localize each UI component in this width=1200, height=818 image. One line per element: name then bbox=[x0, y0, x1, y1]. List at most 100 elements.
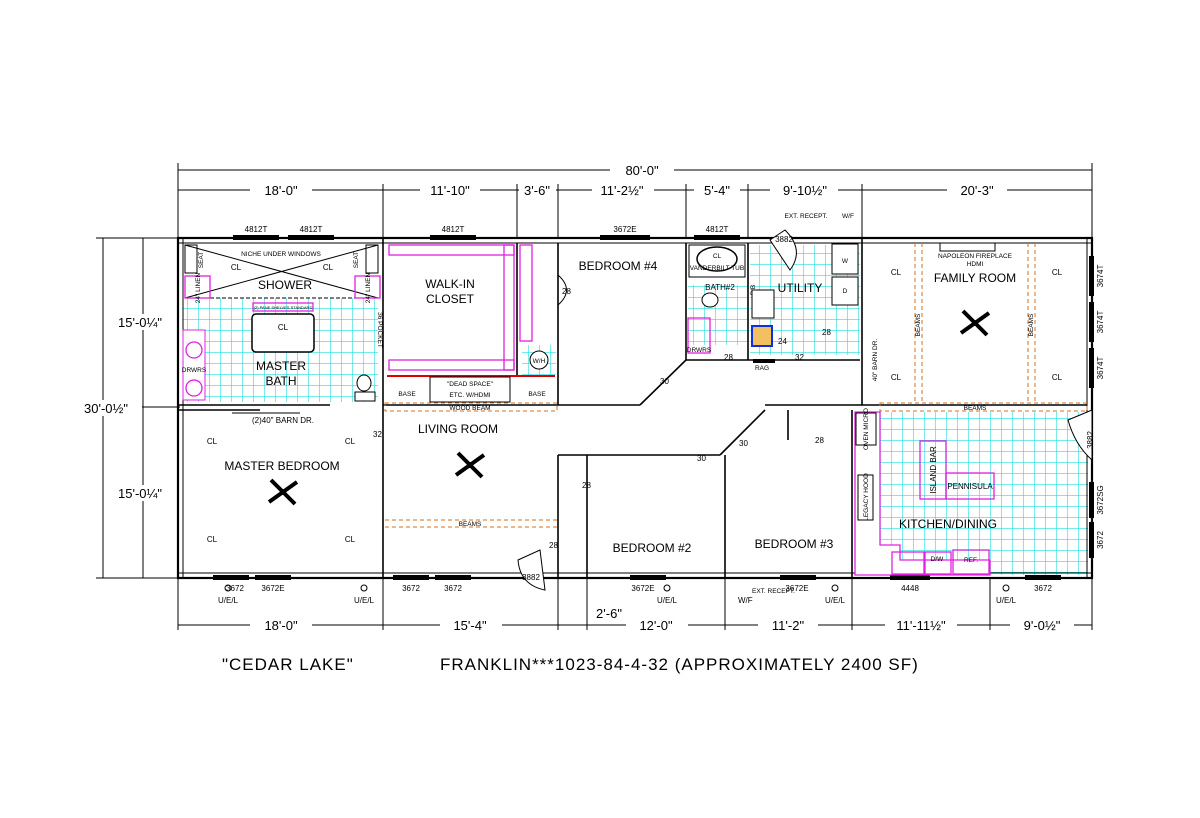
svg-text:NAPOLEON FIREPLACE: NAPOLEON FIREPLACE bbox=[938, 253, 1013, 260]
door-labels: 28 3882 30 24 28 28 32 32 30 30 28 28 28… bbox=[373, 229, 1095, 591]
svg-text:CLOSET: CLOSET bbox=[426, 292, 475, 306]
svg-text:30: 30 bbox=[660, 377, 669, 386]
svg-text:D: D bbox=[843, 288, 848, 295]
svg-text:UTILITY: UTILITY bbox=[778, 281, 823, 295]
dimension-overall-width: 80'-0" bbox=[177, 160, 1093, 240]
svg-text:CL: CL bbox=[891, 373, 902, 382]
svg-text:SHOWER: SHOWER bbox=[258, 278, 312, 292]
kitchen: OVEN MICRO LEGACY HOOD ISLAND BAR PENNIS… bbox=[854, 408, 997, 576]
svg-text:28: 28 bbox=[822, 328, 831, 337]
svg-text:4812T: 4812T bbox=[300, 225, 323, 234]
room-label-master-bedroom: MASTER BEDROOM bbox=[224, 459, 339, 473]
uel-outlets: U/E/L U/E/L U/E/L U/E/L U/E/L W/F EXT. R… bbox=[218, 584, 1017, 605]
ceiling-fan-icon bbox=[267, 478, 299, 506]
svg-text:18'-0": 18'-0" bbox=[264, 183, 298, 198]
svg-text:28: 28 bbox=[549, 541, 558, 550]
svg-text:CL: CL bbox=[891, 268, 902, 277]
svg-text:28: 28 bbox=[562, 287, 571, 296]
svg-text:32: 32 bbox=[795, 353, 804, 362]
svg-text:3'-6": 3'-6" bbox=[524, 183, 550, 198]
svg-text:U/E/L: U/E/L bbox=[996, 596, 1017, 605]
model-name: "CEDAR LAKE" bbox=[222, 655, 354, 674]
svg-text:EXT. RECEPT.: EXT. RECEPT. bbox=[785, 213, 828, 220]
svg-text:30: 30 bbox=[739, 439, 748, 448]
svg-text:FAMILY ROOM: FAMILY ROOM bbox=[934, 271, 1016, 285]
svg-text:3882: 3882 bbox=[775, 235, 793, 244]
svg-text:CL: CL bbox=[207, 535, 218, 544]
svg-text:36 POCKET: 36 POCKET bbox=[376, 312, 383, 348]
walk-in-closet: WALK-IN CLOSET W/H "DEAD SPACE" ETC. W/H… bbox=[384, 244, 558, 412]
svg-text:3882: 3882 bbox=[1086, 431, 1095, 449]
dimension-bottom-row: 18'-0" 15'-4" 2'-6" 12'-0" 11'-2" 11'-11… bbox=[177, 578, 1093, 633]
svg-text:3672: 3672 bbox=[444, 584, 462, 593]
ceiling-fan-icon bbox=[454, 451, 486, 479]
svg-text:DRWRS: DRWRS bbox=[182, 367, 207, 374]
svg-text:WOOD BEAM: WOOD BEAM bbox=[449, 405, 490, 412]
svg-text:BEAMS: BEAMS bbox=[1028, 313, 1035, 336]
svg-text:3674T: 3674T bbox=[1096, 357, 1105, 380]
master-bath: (2) PANE SHELVES STANDARD CL DRWRS MASTE… bbox=[182, 302, 383, 425]
svg-text:BATH#2: BATH#2 bbox=[705, 283, 735, 292]
bath2-tile bbox=[688, 285, 748, 345]
svg-text:CL: CL bbox=[345, 437, 356, 446]
svg-text:3672: 3672 bbox=[1096, 531, 1105, 549]
family-room: NAPOLEON FIREPLACE HDMI FAMILY ROOM BEAM… bbox=[879, 242, 1088, 412]
svg-text:28: 28 bbox=[724, 353, 733, 362]
svg-text:3672: 3672 bbox=[226, 584, 244, 593]
svg-text:W/H: W/H bbox=[533, 358, 546, 365]
svg-text:4812T: 4812T bbox=[706, 225, 729, 234]
svg-text:CL: CL bbox=[207, 437, 218, 446]
svg-text:3672SG: 3672SG bbox=[1096, 485, 1105, 514]
svg-text:3672E: 3672E bbox=[631, 584, 654, 593]
svg-text:3674T: 3674T bbox=[1096, 265, 1105, 288]
svg-text:SEAT: SEAT bbox=[353, 252, 360, 269]
svg-text:12'-0": 12'-0" bbox=[639, 618, 673, 633]
ceiling-fan-icon bbox=[959, 309, 991, 337]
svg-text:3672E: 3672E bbox=[785, 584, 808, 593]
dimension-left: 30'-0½" 15'-0¼" 15'-0¼" bbox=[72, 237, 180, 579]
svg-text:EXT. RECEPT.: EXT. RECEPT. bbox=[752, 588, 795, 595]
ceiling-light-labels: CL CL CL CL CL CL CL CL bbox=[207, 268, 1063, 544]
svg-text:24" LINEN: 24" LINEN bbox=[365, 272, 372, 303]
svg-text:"DEAD SPACE": "DEAD SPACE" bbox=[447, 381, 494, 388]
room-label-living-room: LIVING ROOM bbox=[418, 422, 498, 436]
svg-text:D/W: D/W bbox=[931, 556, 945, 563]
svg-text:(2)40" BARN DR.: (2)40" BARN DR. bbox=[252, 416, 314, 425]
svg-text:REF.: REF. bbox=[964, 557, 978, 564]
room-label-bedroom4: BEDROOM #4 bbox=[579, 259, 658, 273]
svg-text:BASE: BASE bbox=[398, 391, 416, 398]
room-label-bedroom2: BEDROOM #2 bbox=[613, 541, 692, 555]
svg-text:28: 28 bbox=[582, 481, 591, 490]
svg-text:CL: CL bbox=[1052, 268, 1063, 277]
svg-text:3672: 3672 bbox=[1034, 584, 1052, 593]
svg-text:CL: CL bbox=[231, 263, 242, 272]
svg-text:BASE: BASE bbox=[528, 391, 546, 398]
svg-text:11'-10": 11'-10" bbox=[430, 183, 470, 198]
svg-text:24: 24 bbox=[778, 337, 787, 346]
svg-text:U/E/L: U/E/L bbox=[825, 596, 846, 605]
svg-text:4812T: 4812T bbox=[245, 225, 268, 234]
model-description: FRANKLIN***1023-84-4-32 (APPROXIMATELY 2… bbox=[440, 655, 919, 674]
svg-text:U/E/L: U/E/L bbox=[657, 596, 678, 605]
svg-text:ISLAND BAR: ISLAND BAR bbox=[929, 446, 938, 494]
svg-text:3672E: 3672E bbox=[613, 225, 636, 234]
svg-text:4812T: 4812T bbox=[442, 225, 465, 234]
svg-text:LEGACY HOOD: LEGACY HOOD bbox=[863, 473, 870, 521]
room-label-bedroom3: BEDROOM #3 bbox=[755, 537, 834, 551]
svg-text:15'-4": 15'-4" bbox=[453, 618, 487, 633]
svg-text:(2) PANE SHELVES STANDARD: (2) PANE SHELVES STANDARD bbox=[254, 305, 313, 310]
svg-text:U/E/L: U/E/L bbox=[218, 596, 239, 605]
svg-text:CL: CL bbox=[278, 323, 289, 332]
svg-text:11'-11½": 11'-11½" bbox=[896, 618, 946, 633]
svg-text:3672E: 3672E bbox=[261, 584, 284, 593]
svg-text:BEAMS: BEAMS bbox=[915, 313, 922, 336]
svg-text:3674T: 3674T bbox=[1096, 311, 1105, 334]
svg-text:BEAMS: BEAMS bbox=[459, 521, 482, 528]
svg-text:VANDERBILT TUB: VANDERBILT TUB bbox=[690, 265, 744, 272]
svg-text:SEAT: SEAT bbox=[198, 252, 205, 269]
svg-text:CL: CL bbox=[323, 263, 334, 272]
svg-text:W/F: W/F bbox=[842, 213, 854, 220]
svg-text:3672: 3672 bbox=[402, 584, 420, 593]
svg-text:2'-6": 2'-6" bbox=[596, 606, 622, 621]
